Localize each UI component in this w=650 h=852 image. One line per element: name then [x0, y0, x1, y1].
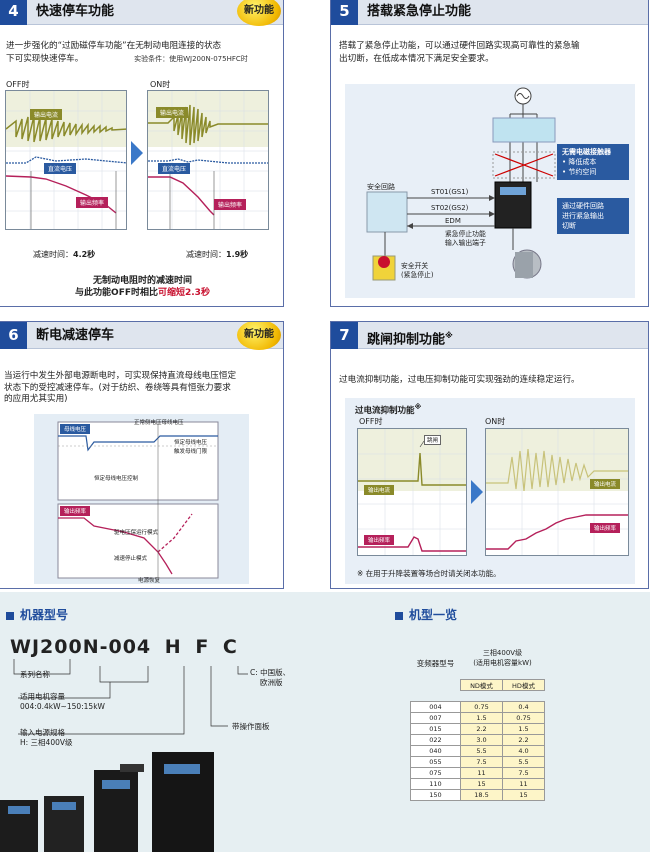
panel-title: 快速停车功能: [36, 4, 115, 19]
output-frequency-tag: 输出频率: [76, 197, 109, 208]
panel-label: 带操作面板: [232, 722, 270, 731]
circuit-svg: [366, 87, 556, 281]
arrow-right-icon: [131, 141, 143, 165]
on-label: ON时: [485, 417, 506, 426]
safety-switch-label: 安全开关(紧急停止): [401, 262, 434, 279]
output-frequency-tag: 输出频率: [214, 199, 247, 210]
footnote: ※ 在用于升降装置等场合时请关闭本功能。: [357, 569, 501, 578]
model-code: WJ200N-004 H F C: [10, 636, 238, 658]
const-control-label: 恒定母线电压控制: [94, 476, 139, 482]
bus-voltage-tag: 母线电压: [60, 424, 91, 434]
test-condition: 实验条件：使用WJ200N-075HFC时: [134, 55, 248, 63]
model-callout-lines: [13, 659, 248, 735]
power-off-label: 电源恢复: [138, 578, 161, 584]
decel-stop-label: 减速停止模式: [114, 556, 148, 562]
on-chart: 输出电流 直流电压 输出频率: [147, 90, 269, 230]
off-label: OFF时: [6, 80, 30, 89]
panel-trip-suppression: 7 跳闸抑制功能※ 过电流抑制功能，过电压抑制功能可实现强劲的连续稳定运行。 过…: [330, 321, 649, 589]
output-current-tag: 输出电流: [156, 107, 189, 118]
panel-header: [0, 322, 283, 349]
output-frequency-tag: 输出频率: [590, 523, 621, 533]
output-current-tag: 输出电流: [364, 485, 395, 495]
arrow-right-icon: [471, 480, 483, 504]
dc-voltage-tag: 直流电压: [44, 163, 77, 174]
section-number: 4: [0, 0, 27, 25]
const-bus-label: 恒定母线电压: [174, 440, 208, 446]
inverter-products-image: [0, 752, 214, 852]
col-header-nd: ND模式: [460, 678, 503, 691]
on-chart: 输出电流 输出频率: [485, 428, 629, 556]
section-number: 6: [0, 322, 27, 349]
off-chart-svg: [6, 91, 126, 229]
on-label: ON时: [150, 80, 171, 89]
new-feature-badge: 新功能: [237, 322, 281, 350]
col-header-class: 三相400V级(适用电机容量kW): [473, 649, 532, 667]
panel-description: 过电流抑制功能，过电压抑制功能可实现强劲的连续稳定运行。: [339, 375, 580, 385]
panel-description: 搭载了紧急停止功能，可以通过硬件回路实现高可靠性的紧急输 出切断，在低成本情况下…: [339, 41, 580, 64]
trip-bus-label: 触发母线门限: [174, 449, 208, 455]
summary-text: 无制动电阻时的减速时间 与此功能OFF时相比可缩短2.3秒: [75, 276, 210, 298]
output-current-tag: 输出电流: [590, 479, 621, 489]
off-chart: 跳闸 输出电流 输出频率: [357, 428, 467, 556]
st01-label: ST01(GS1): [431, 188, 469, 196]
col-header-hd: HD模式: [502, 678, 545, 691]
on-chart-svg: [486, 429, 628, 555]
panel-title: 断电减速停车: [36, 328, 115, 343]
st02-label: ST02(GS2): [431, 204, 469, 212]
output-current-tag: 输出电流: [30, 109, 63, 120]
panel-emergency-stop: 5 搭载紧急停止功能 搭载了紧急停止功能，可以通过硬件回路实现高可靠性的紧急输 …: [330, 0, 649, 307]
decel-op-label: 驱电压保运行模式: [114, 530, 159, 536]
new-feature-badge: 新功能: [237, 0, 281, 26]
model-section-title: 机器型号: [6, 606, 68, 623]
diagram-area: 安全回路 ST01(GS1) ST02(GS2) EDM 紧急停止功能输入输出端…: [345, 84, 635, 298]
version-label: C: 中国版、欧洲版: [250, 668, 291, 687]
dc-voltage-tag: 直流电压: [158, 163, 191, 174]
edm-label: EDM: [445, 217, 461, 225]
off-label: OFF时: [359, 417, 383, 426]
output-frequency-tag: 输出频率: [60, 506, 91, 516]
decel-diagram-svg: [57, 421, 219, 579]
panel-description: 当运行中发生外部电源断电时，可实现保持直流母线电压恒定 状态下的受控减速停车。(…: [4, 371, 237, 404]
off-decel-time: 减速时间：4.2秒: [33, 250, 96, 259]
panel-title: 跳闸抑制功能※: [367, 331, 453, 348]
panel-header: [331, 0, 648, 25]
diagram-area: 母线电压 正常侧电压母线电压 恒定母线电压 触发母线门限 恒定母线电压控制 输出…: [34, 414, 249, 584]
section-number: 7: [331, 322, 358, 349]
hardware-cutoff-box: 通过硬件回路 进行紧急输出 切断: [557, 198, 629, 234]
on-decel-time: 减速时间：1.9秒: [186, 250, 249, 259]
output-frequency-tag: 输出频率: [364, 535, 395, 545]
trip-label: 跳闸: [424, 435, 442, 445]
series-label: 系列名称: [20, 670, 50, 679]
no-contactor-box: 无需电磁接触器 • 降低成本 • 节约空间: [557, 144, 629, 180]
off-chart: 输出电流 直流电压 输出频率: [5, 90, 127, 230]
panel-header: [331, 322, 648, 349]
sub-title: 过电流抑制功能※: [355, 402, 422, 416]
panel-title: 搭载紧急停止功能: [367, 4, 472, 19]
terminal-label: 紧急停止功能输入输出端子: [445, 230, 486, 247]
col-header-model: 变频器型号: [416, 659, 455, 668]
panel-fast-stop: 4 快速停车功能 新功能 进一步强化的“过励磁停车功能”在无制动电阻连接的状态 …: [0, 0, 284, 307]
panel-header: [0, 0, 283, 25]
normal-bus-label: 正常侧电压母线电压: [134, 420, 184, 426]
panel-power-loss-decel: 6 断电减速停车 新功能 当运行中发生外部电源断电时，可实现保持直流母线电压恒定…: [0, 321, 284, 589]
safety-circuit-label: 安全回路: [367, 183, 395, 191]
diagram-area: 过电流抑制功能※ OFF时 ON时 跳闸 输出电流 输出频率: [345, 398, 635, 584]
panel-description: 进一步强化的“过励磁停车功能”在无制动电阻连接的状态 下可实现快速停车。 实验条…: [6, 41, 248, 64]
list-section-title: 机型一览: [395, 606, 457, 623]
section-number: 5: [331, 0, 358, 25]
